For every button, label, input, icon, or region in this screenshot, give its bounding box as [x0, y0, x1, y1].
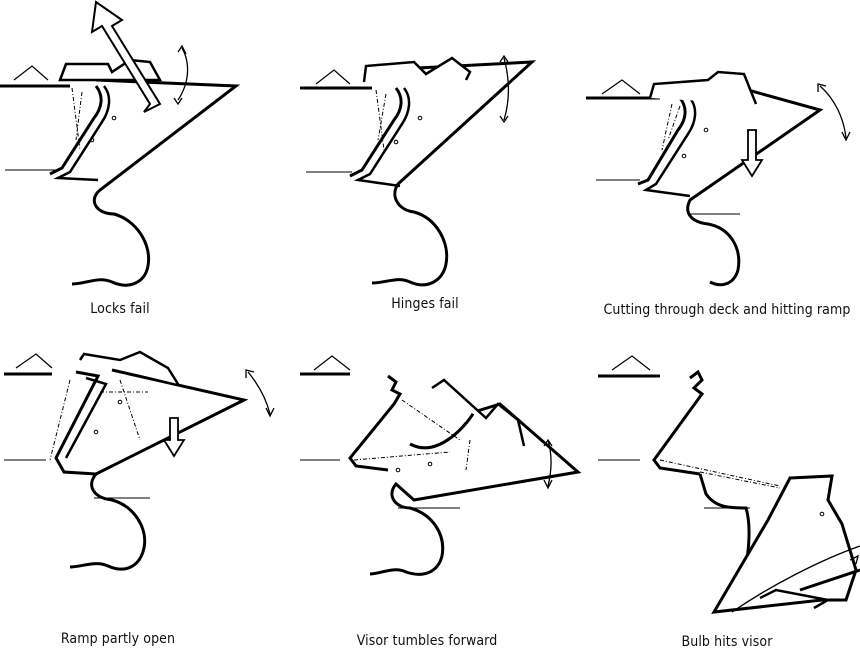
caption-locks-fail: Locks fail [90, 301, 150, 317]
panel-bulb-hits-visor [598, 355, 860, 614]
panel-cutting-through-deck [586, 70, 851, 287]
panel-ramp-partly-open [4, 350, 275, 571]
panel-visor-tumbles-forward [300, 355, 582, 576]
panel-hinges-fail [300, 54, 537, 287]
caption-hinges-fail: Hinges fail [391, 296, 459, 312]
caption-ramp-partly-open: Ramp partly open [60, 631, 176, 647]
panel-locks-fail [0, 0, 241, 287]
caption-bulb-hits-visor: Bulb hits visor [681, 634, 773, 650]
caption-cutting-through-deck: Cutting through deck and hitting ramp [603, 302, 851, 318]
caption-visor-tumbles-forward: Visor tumbles forward [356, 633, 498, 649]
